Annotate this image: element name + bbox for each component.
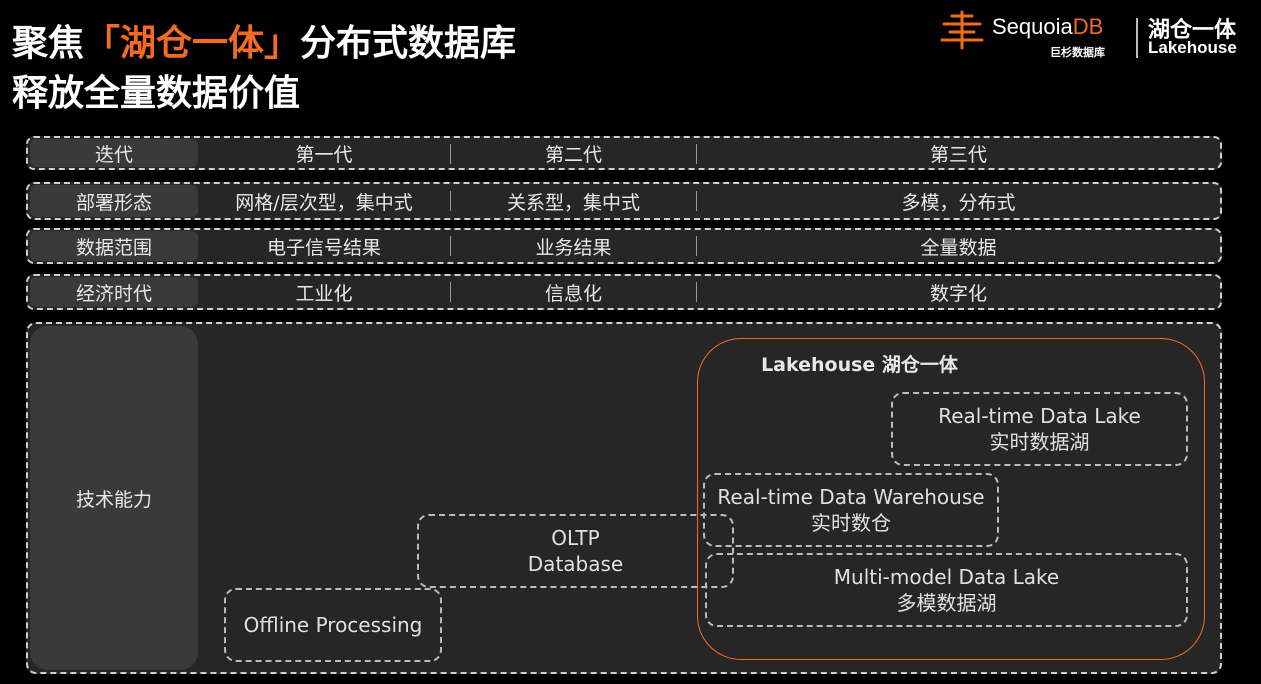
title-accent-text: 「湖仓一体」: [84, 23, 301, 64]
row-cell: 全量数据: [920, 236, 997, 259]
row-cell: 电子信号结果: [266, 236, 381, 259]
box-label-en: Real-time Data Lake: [938, 404, 1141, 428]
row-cell: 网格/层次型，集中式: [235, 191, 413, 214]
row-cell: 多模，分布式: [901, 191, 1016, 214]
brand-name: SequoiaDB: [992, 14, 1103, 40]
box-label-cn: 多模数据湖: [896, 591, 997, 615]
row-cell: 信息化: [544, 282, 602, 305]
realtime-data-lake-box: Real-time Data Lake 实时数据湖: [891, 392, 1188, 466]
box-label-en: OLTP: [551, 526, 600, 550]
offline-processing-box: Offline Processing: [224, 588, 442, 662]
row-head: 部署形态: [30, 185, 198, 217]
row-economy-era: 经济时代 工业化 信息化 数字化: [26, 274, 1222, 310]
lakehouse-title: Lakehouse 湖仓一体: [761, 354, 958, 376]
row-cell: 第二代: [544, 143, 602, 166]
row-head: 数据范围: [30, 231, 198, 261]
row-data-scope: 数据范围 电子信号结果 业务结果 全量数据: [26, 228, 1222, 264]
lakehouse-cn: 湖仓一体: [1148, 18, 1237, 43]
row-cell: 工业化: [295, 282, 353, 305]
cell-divider: [696, 191, 697, 211]
cell-divider: [696, 282, 697, 302]
realtime-data-warehouse-box: Real-time Data Warehouse 实时数仓: [703, 473, 999, 547]
row-cell: 第三代: [929, 143, 987, 166]
brand-subtitle: 巨杉数据库: [1050, 46, 1105, 59]
cell-divider: [450, 144, 451, 164]
title-text: 聚焦: [12, 23, 85, 64]
cell-divider: [696, 144, 697, 164]
box-label-cn: 实时数仓: [811, 511, 891, 535]
cell-divider: [696, 236, 697, 256]
cell-divider: [450, 282, 451, 302]
brand-text: Sequoia: [992, 14, 1073, 39]
box-label-en: Offline Processing: [243, 613, 423, 637]
box-label-en: Real-time Data Warehouse: [717, 485, 985, 509]
row-iteration: 迭代 第一代 第二代 第三代: [26, 136, 1222, 170]
lakehouse-frame: [697, 338, 1205, 660]
tech-capability-panel: 技术能力: [26, 322, 1222, 674]
oltp-database-box: OLTP Database: [417, 514, 734, 588]
box-label-en2: Database: [527, 552, 624, 576]
row-deployment: 部署形态 网格/层次型，集中式 关系型，集中式 多模，分布式: [26, 182, 1222, 220]
logo: SequoiaDB 巨杉数据库 湖仓一体 Lakehouse: [940, 6, 1255, 60]
multimodel-data-lake-box: Multi-model Data Lake 多模数据湖: [705, 553, 1188, 627]
row-cell: 第一代: [295, 143, 353, 166]
cell-divider: [450, 236, 451, 256]
title-text-post: 分布式数据库: [300, 23, 517, 64]
row-cell: 数字化: [929, 282, 987, 305]
cell-divider: [450, 191, 451, 211]
row-cell: 业务结果: [535, 236, 612, 259]
row-head: 经济时代: [30, 277, 198, 307]
page-title-line2: 释放全量数据价值: [12, 73, 301, 114]
page-title-line1: 聚焦「湖仓一体」分布式数据库: [12, 22, 516, 66]
row-head: 迭代: [30, 139, 198, 167]
row-cell: 关系型，集中式: [506, 191, 640, 214]
box-label-en: Multi-model Data Lake: [833, 565, 1060, 589]
tech-head: 技术能力: [30, 326, 198, 670]
lakehouse-en: Lakehouse: [1148, 38, 1237, 57]
brand-db-text: DB: [1072, 14, 1104, 39]
box-label-cn: 实时数据湖: [989, 430, 1090, 454]
logo-divider: [1136, 18, 1138, 58]
sequoiadb-logo-icon: [940, 10, 984, 50]
